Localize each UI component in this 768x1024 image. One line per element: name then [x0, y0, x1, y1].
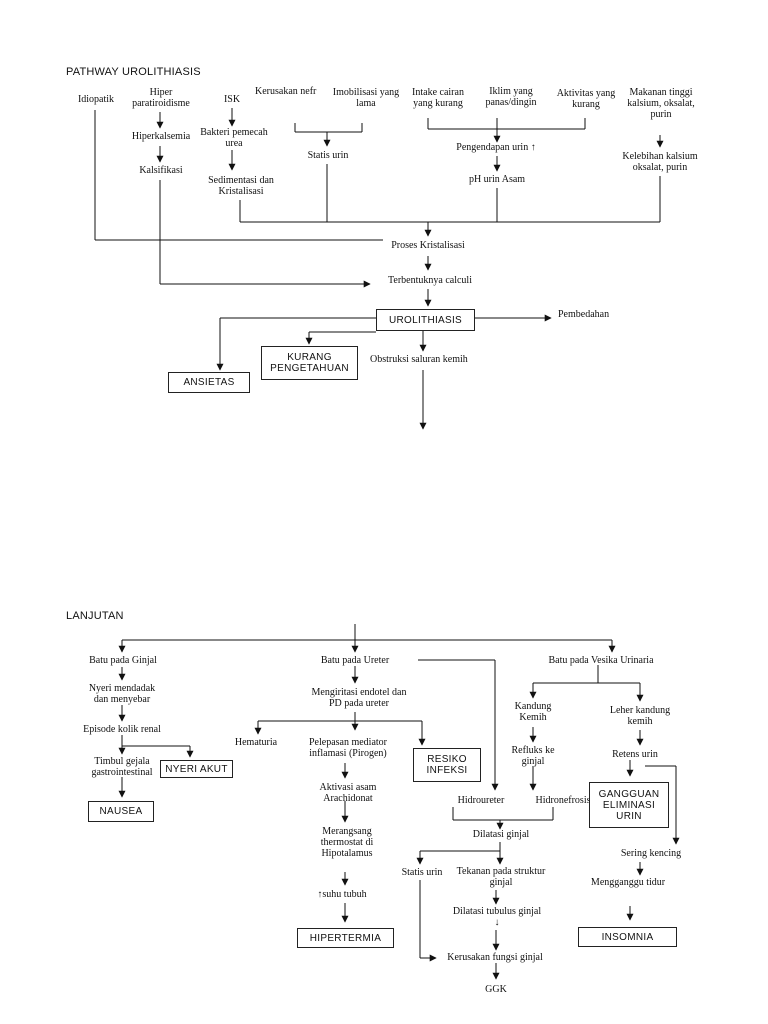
node-hiper-paratiroid: Hiper paratiroidisme [132, 87, 190, 109]
node-mengiritasi: Mengiritasi endotel dan PD pada ureter [311, 687, 407, 709]
node-nyeri-mendadak: Nyeri mendadak dan menyebar [88, 683, 156, 705]
box-gangguan-eliminasi: GANGGUAN ELIMINASI URIN [589, 782, 669, 828]
node-intake-cairan: Intake cairan yang kurang [412, 87, 464, 109]
node-dilatasi-ginjal: Dilatasi ginjal [472, 829, 530, 840]
node-mengganggu-tidur: Mengganggu tidur [590, 877, 666, 888]
node-ggk: GGK [485, 984, 507, 995]
node-obstruksi: Obstruksi saluran kemih [370, 354, 468, 365]
node-batu-ginjal: Batu pada Ginjal [89, 655, 157, 666]
node-batu-ureter: Batu pada Ureter [320, 655, 390, 666]
node-suhu-tubuh: ↑suhu tubuh [317, 889, 367, 900]
node-aktivasi: Aktivasi asam Arachidonat [319, 782, 377, 804]
node-hidronefrosis: Hidronefrosis [535, 795, 591, 806]
node-dilatasi-tubulus: Dilatasi tubulus ginjal ↓ [452, 906, 542, 928]
node-statis-urin: Statis urin [307, 150, 349, 161]
node-pelepasan-mediator: Pelepasan mediator inflamasi (Pirogen) [308, 737, 388, 759]
node-imobilisasi: Imobilisasi yang lama [332, 87, 400, 109]
node-ph-urin: pH urin Asam [468, 174, 526, 185]
box-nyeri-akut: NYERI AKUT [160, 760, 233, 778]
node-statis-urin-2: Statis urin [401, 867, 443, 878]
node-retensi-urin: Retens urin [612, 749, 658, 760]
node-sedimentasi: Sedimentasi dan Kristalisasi [208, 175, 274, 197]
node-iklim: Iklim yang panas/dingin [485, 86, 537, 108]
node-pembedahan: Pembedahan [558, 309, 610, 320]
box-resiko-infeksi: RESIKO INFEKSI [413, 748, 481, 782]
node-makanan: Makanan tinggi kalsium, oksalat, purin [627, 87, 695, 120]
node-bakteri: Bakteri pemecah urea [200, 127, 268, 149]
node-timbul-gejala: Timbul gejala gastrointestinal [91, 756, 153, 778]
node-refluks: Refluks ke ginjal [511, 745, 555, 767]
node-episode-kolik: Episode kolik renal [83, 724, 161, 735]
node-leher-kandung: Leher kandung kemih [609, 705, 671, 727]
node-kerusakan-fungsi: Kerusakan fungsi ginjal [447, 952, 543, 963]
node-sering-kencing: Sering kencing [620, 848, 682, 859]
node-idiopatik: Idiopatik [77, 94, 115, 105]
box-urolithiasis: UROLITHIASIS [376, 309, 475, 331]
node-merangsang: Merangsang thermostat di Hipotalamus [320, 826, 374, 859]
node-tekanan: Tekanan pada struktur ginjal [456, 866, 546, 888]
node-terbentuknya: Terbentuknya calculi [388, 275, 472, 286]
node-pengendapan: Pengendapan urin ↑ [456, 142, 536, 153]
node-hidroureter: Hidroureter [457, 795, 505, 806]
box-kurang-pengetahuan: KURANG PENGETAHUAN [261, 346, 358, 380]
box-insomnia: INSOMNIA [578, 927, 677, 947]
node-hiperkalsemia: Hiperkalsemia [131, 131, 191, 142]
node-hematuria: Hematuria [234, 737, 278, 748]
box-hipertermia: HIPERTERMIA [297, 928, 394, 948]
node-batu-vesika: Batu pada Vesika Urinaria [548, 655, 654, 666]
lanjutan-title: LANJUTAN [66, 610, 124, 622]
node-aktivitas: Aktivitas yang kurang [556, 88, 616, 110]
node-kalsifikasi: Kalsifikasi [139, 165, 183, 176]
box-nausea: NAUSEA [88, 801, 154, 822]
pathway-title: PATHWAY UROLITHIASIS [66, 66, 201, 78]
node-isk: ISK [223, 94, 241, 105]
node-proses-kristalisasi: Proses Kristalisasi [391, 240, 465, 251]
node-kandung-kemih: Kandung Kemih [514, 701, 552, 723]
box-ansietas: ANSIETAS [168, 372, 250, 393]
node-kerusakan-nefron: Kerusakan nefr [255, 86, 317, 97]
node-kelebihan: Kelebihan kalsium oksalat, purin [622, 151, 698, 173]
